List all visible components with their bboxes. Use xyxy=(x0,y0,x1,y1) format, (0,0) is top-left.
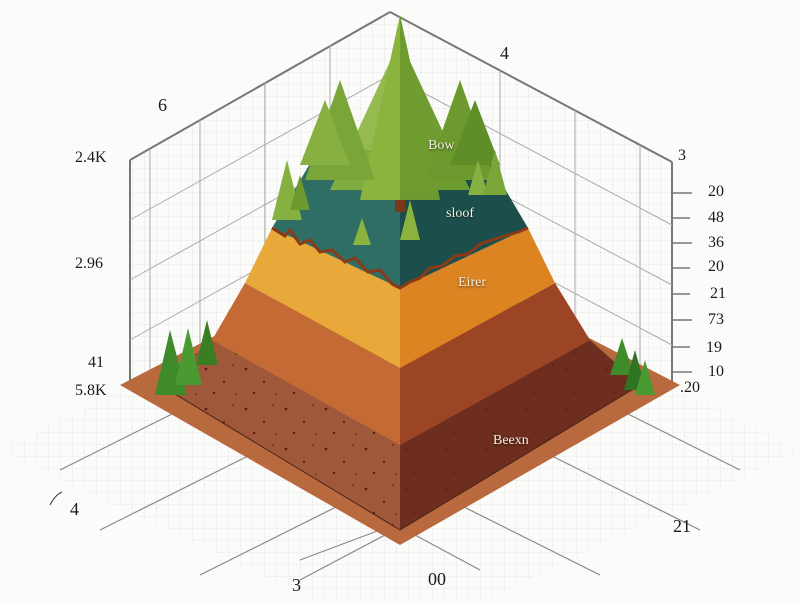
second-layer-right xyxy=(400,228,555,368)
right-axis-label-1: 48 xyxy=(708,209,724,226)
pyramid xyxy=(159,150,641,531)
third-layer-left xyxy=(212,283,400,445)
right-axis-top-label: 3 xyxy=(678,147,686,164)
second-layer-left xyxy=(245,228,400,368)
layer-label-second: Eirer xyxy=(458,275,486,290)
floor-label-left: 4 xyxy=(70,499,79,519)
left-axis-label-0: 2.4K xyxy=(75,149,107,166)
layer-label-top: sloof xyxy=(446,206,474,221)
right-axis-label-5: 73 xyxy=(708,311,724,328)
left-axis-label-1: 2.96 xyxy=(75,255,103,272)
top-right-axis-label: 4 xyxy=(500,43,509,63)
left-axis-label-2: 41 xyxy=(88,354,104,371)
layer-label-canopy: Bow xyxy=(428,138,455,153)
floor-label-bottom-center: 00 xyxy=(428,569,446,589)
right-axis-label-4: 21 xyxy=(710,285,726,302)
right-axis-label-2: 36 xyxy=(708,234,724,251)
floor-label-right: 21 xyxy=(673,516,691,536)
top-left-axis-label: 6 xyxy=(158,95,167,115)
right-tree-cluster xyxy=(610,338,655,395)
right-axis-label-7: 10 xyxy=(708,363,724,380)
floor-label-bottom-left: 3 xyxy=(292,575,301,595)
small-trees xyxy=(272,150,507,245)
right-axis-label-8: .20 xyxy=(680,379,700,396)
left-axis-label-3: 5.8K xyxy=(75,382,107,399)
left-tree-cluster xyxy=(155,320,218,395)
canopy-tree xyxy=(300,15,500,212)
right-axis-label-3: 20 xyxy=(708,258,724,275)
right-axis-label-0: 20 xyxy=(708,183,724,200)
right-axis-label-6: 19 xyxy=(706,339,722,356)
third-layer-right xyxy=(400,283,590,445)
layer-label-base: Beexn xyxy=(493,433,529,448)
